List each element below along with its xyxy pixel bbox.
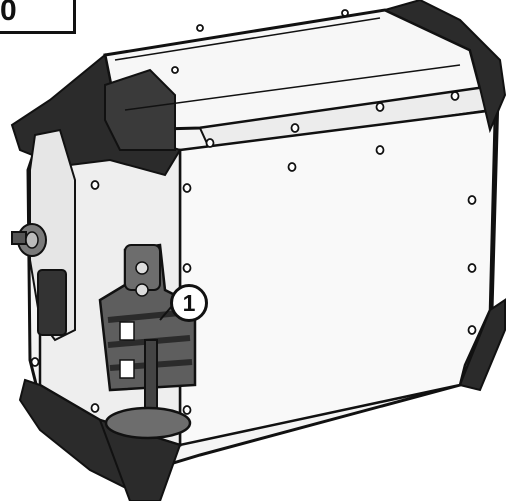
corner-protector-bottom-right — [458, 298, 506, 392]
latch-slot — [37, 269, 67, 336]
callout-marker: 1 — [170, 284, 208, 322]
callout-number: 1 — [182, 289, 196, 316]
front-face — [178, 108, 497, 447]
bottle-holder-icon — [98, 243, 197, 440]
corner-label-box: 0 — [0, 0, 76, 34]
corner-label: 0 — [0, 0, 17, 27]
corner-protector-top-right — [382, 0, 507, 134]
corner-protector-top-front — [104, 68, 176, 151]
rivets — [30, 9, 477, 415]
lock-key-icon — [11, 223, 47, 257]
corner-protector-bottom-left — [18, 378, 132, 493]
lid-seam — [114, 17, 461, 111]
